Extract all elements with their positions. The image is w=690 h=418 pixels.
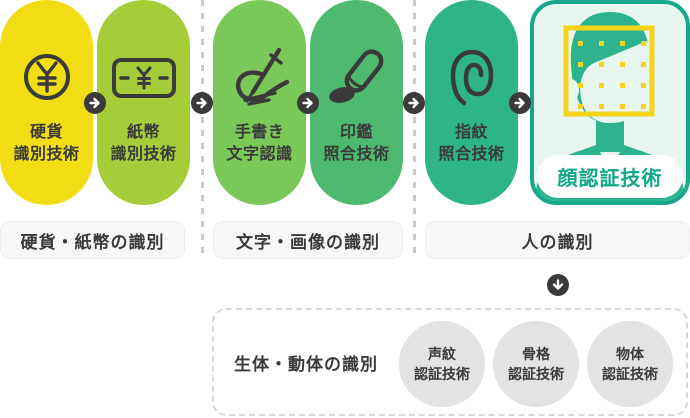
circle-label-line2: 認証技術 [414,366,470,382]
banknote-icon [97,58,190,98]
capsule-label: 指紋 照合技術 [425,122,518,166]
face-detection-frame [563,25,655,117]
capsule-banknote-identification: 紙幣 識別技術 [97,0,190,205]
arrow-right-icon [509,92,531,114]
biometrics-box: 生体・動体の識別 声紋 認証技術 骨格 認証技術 物体 認証技術 [212,308,688,416]
arrow-down-icon [547,274,569,296]
arrow-right-icon [191,92,213,114]
coin-icon [0,52,93,102]
handwriting-icon [213,43,306,107]
capsule-label: 硬貨 識別技術 [0,122,93,166]
circle-skeleton-recognition: 骨格 認証技術 [493,321,579,407]
circle-object-recognition: 物体 認証技術 [587,321,673,407]
capsule-label-line1: 印鑑 [339,124,373,141]
capsule-label: 手書き 文字認識 [213,122,306,166]
group-label-text-image: 文字・画像の識別 [213,221,403,259]
fingerprint-icon [425,49,518,107]
group-label-text: 硬貨・紙幣の識別 [20,232,165,252]
capsule-seal-matching: 印鑑 照合技術 [310,0,403,205]
group-separator [201,0,204,260]
seal-stamp-icon [310,43,403,107]
group-label-text: 人の識別 [521,232,594,252]
group-label-text: 文字・画像の識別 [236,232,380,252]
capsule-label-line2: 照合技術 [438,146,505,163]
group-label-person: 人の識別 [425,221,690,259]
circle-label-line1: 声紋 [428,346,456,362]
capsule-fingerprint-matching: 指紋 照合技術 [425,0,518,205]
capsule-label: 印鑑 照合技術 [310,122,403,166]
biometrics-label-text: 生体・動体の識別 [234,354,378,374]
arrow-right-icon [84,92,106,114]
arrow-right-icon [297,92,319,114]
circle-label-line1: 物体 [616,346,644,362]
capsule-label-line2: 照合技術 [323,146,390,163]
capsule-label-line1: 指紋 [454,124,488,141]
circle-label-line2: 認証技術 [508,366,564,382]
face-recognition-card: 顔認証技術 [530,0,690,205]
capsule-label-line2: 識別技術 [110,146,177,163]
arrow-right-icon [403,92,425,114]
face-recognition-label-pill: 顔認証技術 [537,155,683,198]
capsule-coin-identification: 硬貨 識別技術 [0,0,93,205]
capsule-label-line1: 紙幣 [126,124,160,141]
capsule-handwriting-recognition: 手書き 文字認識 [213,0,306,205]
capsule-label-line1: 手書き [234,124,285,141]
group-separator [413,0,416,260]
circle-label-line2: 認証技術 [602,366,658,382]
capsule-label-line2: 文字認識 [226,146,293,163]
biometrics-label: 生体・動体の識別 [234,310,378,414]
circle-voiceprint-recognition: 声紋 認証技術 [399,321,485,407]
capsule-label-line1: 硬貨 [29,124,63,141]
face-recognition-label: 顔認証技術 [557,168,663,190]
capsule-label-line2: 識別技術 [13,146,80,163]
circle-label-line1: 骨格 [522,346,550,362]
face-feature-dots [578,41,646,109]
capsule-label: 紙幣 識別技術 [97,122,190,166]
group-label-coin-bill: 硬貨・紙幣の識別 [0,221,185,259]
